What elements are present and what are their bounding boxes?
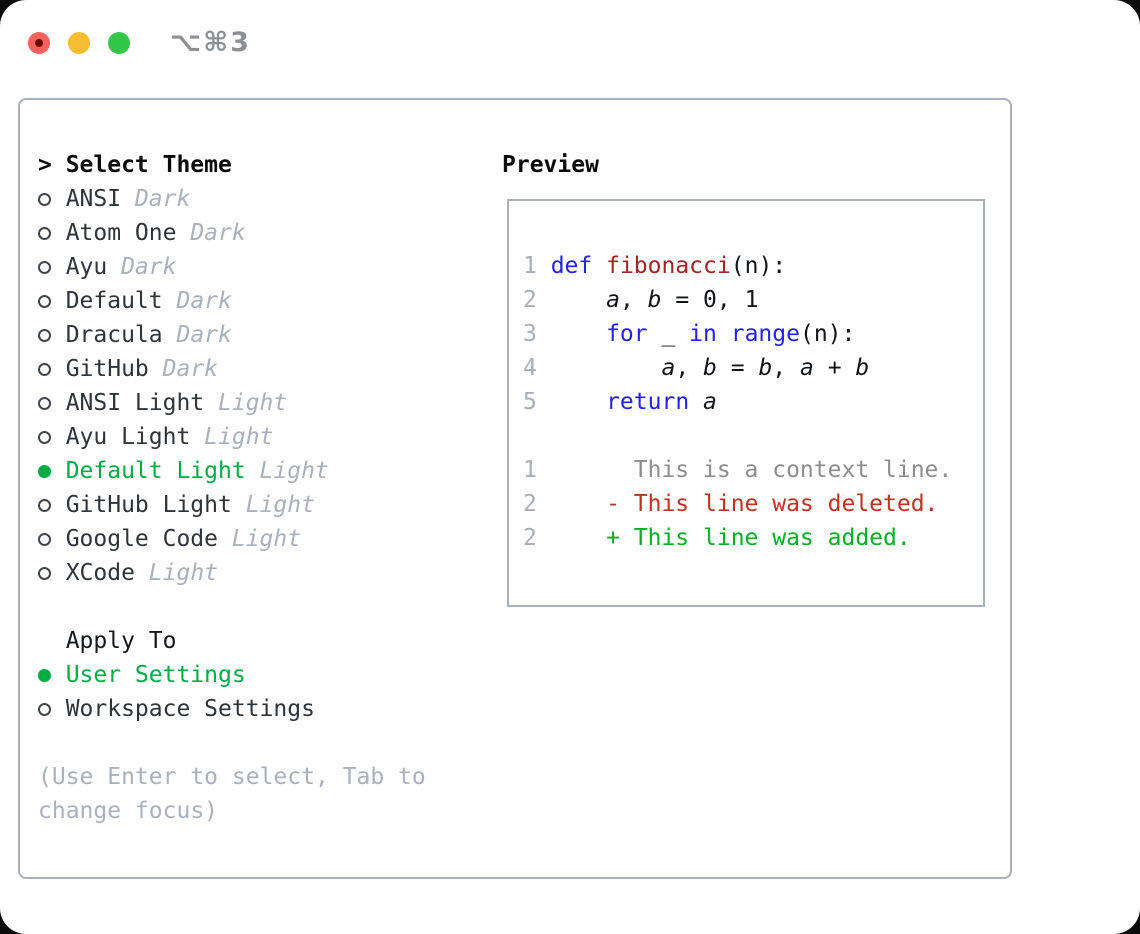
apply-option-label: Workspace Settings [65,696,315,722]
theme-option-atom-one[interactable]: Atom One Dark [38,216,426,250]
diff-line-context: 1 This is a context line. [523,453,983,487]
select-theme-header: > Select Theme [38,148,426,182]
theme-option-ansi-light[interactable]: ANSI Light Light [38,386,426,420]
theme-option-github[interactable]: GitHub Dark [38,352,426,386]
select-theme-title: Select Theme [65,152,232,178]
theme-name: Google Code [65,526,219,552]
theme-name: XCode [65,560,135,586]
radio-icon [38,260,66,274]
radio-icon [38,396,66,410]
radio-icon [38,192,66,206]
apply-to-header: Apply To [38,624,426,658]
line-number: 3 [523,321,537,347]
apply-option-workspace-settings[interactable]: Workspace Settings [38,692,426,726]
theme-variant-tag: Dark [176,322,232,348]
theme-option-xcode[interactable]: XCode Light [38,556,426,590]
code-line: 5 return a [523,385,983,419]
theme-option-google-code[interactable]: Google Code Light [38,522,426,556]
theme-name: Dracula [65,322,163,348]
theme-name: Atom One [65,220,177,246]
radio-icon [38,566,66,580]
radio-icon [38,498,66,512]
line-number: 5 [523,389,537,415]
line-number: 1 [523,253,537,279]
theme-variant-tag: Dark [162,356,219,382]
code-line: 4 a, b = b, a + b [523,351,983,385]
radio-icon [38,362,66,376]
apply-option-label: User Settings [65,662,246,688]
spacer [523,419,983,453]
theme-variant-tag: Light [245,492,315,518]
radio-icon [38,430,66,444]
spacer [38,726,426,760]
line-number: 2 [523,491,537,517]
theme-name: GitHub [65,356,149,382]
radio-icon [38,702,66,716]
zoom-button[interactable] [108,31,130,54]
apply-option-user-settings[interactable]: User Settings [38,658,426,692]
theme-option-ayu[interactable]: Ayu Dark [38,250,426,284]
apply-to-title: Apply To [65,628,177,654]
code-line: 2 a, b = 0, 1 [523,283,983,317]
help-lines: (Use Enter to select, Tab to change focus… [38,760,426,828]
theme-option-dracula[interactable]: Dracula Dark [38,318,426,352]
theme-option-ayu-light[interactable]: Ayu Light Light [38,420,426,454]
theme-name: Ayu [65,254,108,280]
theme-name: Default Light [65,458,246,484]
theme-name: GitHub Light [65,492,232,518]
diff-line-added: 2 + This line was added. [523,521,983,555]
minimize-button[interactable] [68,31,90,54]
theme-name: Default [65,288,163,314]
window-title: ⌥⌘3 [170,27,251,58]
radio-icon [38,226,66,240]
diff-line-deleted: 2 - This line was deleted. [523,487,983,521]
theme-variant-tag: Light [148,560,219,586]
radio-icon [38,294,66,308]
cursor-prompt-icon: > [38,152,52,178]
theme-name: ANSI Light [65,390,205,416]
unsaved-indicator-dot [35,38,43,47]
radio-icon [38,532,66,546]
line-number: 2 [523,525,537,551]
theme-name: ANSI [65,186,122,212]
line-number: 4 [523,355,537,381]
theme-option-ansi[interactable]: ANSI Dark [38,182,426,216]
theme-variant-tag: Dark [134,186,191,212]
help-text: change focus) [38,798,219,824]
radio-selected-icon [38,464,66,478]
theme-option-default[interactable]: Default Dark [38,284,426,318]
code-line: 3 for _ in range(n): [523,317,983,351]
line-number: 1 [523,457,537,483]
theme-variant-tag: Dark [121,254,177,280]
radio-selected-icon [38,668,66,682]
diff-preview-lines: 1 This is a context line.2 - This line w… [523,453,983,555]
theme-variant-tag: Light [231,526,302,552]
theme-option-github-light[interactable]: GitHub Light Light [38,488,426,522]
theme-variant-tag: Light [218,390,288,416]
theme-variant-tag: Light [259,458,329,484]
close-button[interactable] [28,31,50,54]
preview-title: Preview [502,152,599,178]
line-number: 2 [523,287,537,313]
theme-variant-tag: Dark [190,220,246,246]
theme-variant-tag: Dark [176,288,232,314]
spacer [38,590,426,624]
theme-option-default-light[interactable]: Default Light Light [38,454,426,488]
theme-variant-tag: Light [204,424,274,450]
theme-name: Ayu Light [65,424,191,450]
titlebar: ⌥⌘3 [28,27,251,58]
help-text: (Use Enter to select, Tab to [38,764,426,790]
radio-icon [38,328,66,342]
